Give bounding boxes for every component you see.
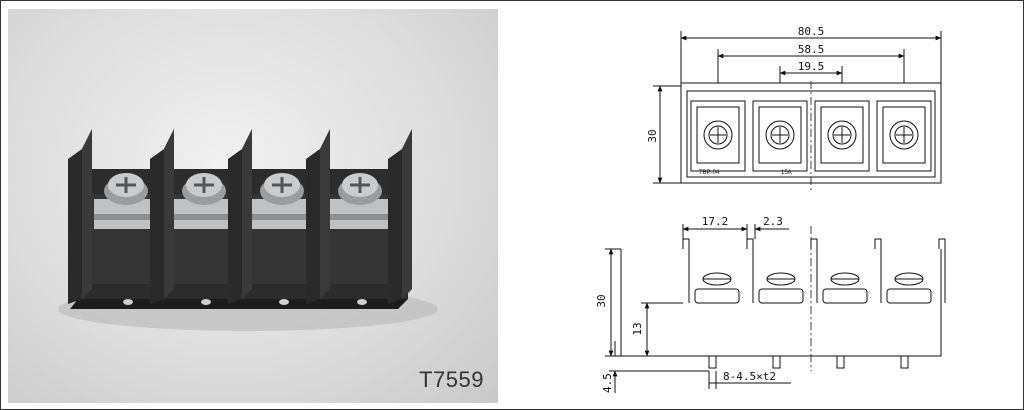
side-view <box>605 224 946 393</box>
dim-pin-length: 4.5 <box>601 373 614 393</box>
terminal-3 <box>244 173 316 305</box>
pin-3 <box>836 356 845 369</box>
terminal-block-image <box>58 129 438 331</box>
dim-side-height: 30 <box>595 294 608 307</box>
dim-barrier-width: 17.2 <box>702 215 729 228</box>
terminal-1 <box>88 173 160 305</box>
product-code: T7559 <box>419 367 484 392</box>
side-screw-4 <box>886 272 932 304</box>
screw-icon <box>182 173 226 205</box>
top-terminal-4 <box>876 100 932 172</box>
rating-label: 15A <box>781 170 792 176</box>
top-view <box>653 31 942 191</box>
terminal-2 <box>166 173 238 305</box>
pin-4 <box>900 356 909 369</box>
top-terminal-1 <box>690 100 746 172</box>
top-terminal-3 <box>814 100 870 172</box>
pin-1 <box>708 356 717 369</box>
model-label: TBP-04 <box>699 170 720 176</box>
side-screw-1 <box>694 272 740 304</box>
side-barrier-2 <box>746 238 754 303</box>
terminal-4 <box>322 173 394 305</box>
screw-icon <box>260 173 304 205</box>
pin-2 <box>772 356 781 369</box>
side-screw-2 <box>758 272 804 304</box>
side-barrier-3 <box>810 238 818 303</box>
dimension-drawing: 80.5 58.5 19.5 30 TBP-04 15A <box>595 25 946 393</box>
dim-body-height: 13 <box>631 322 644 335</box>
side-screw-3 <box>822 272 868 304</box>
side-barrier-4 <box>874 238 882 303</box>
dim-outer-pitch: 58.5 <box>798 43 825 56</box>
screw-icon <box>338 173 382 205</box>
dim-pin-spec: 8-4.5×t2 <box>723 370 776 383</box>
screw-icon <box>104 173 148 205</box>
top-terminal-2 <box>752 100 808 172</box>
product-photo: T7559 <box>8 9 498 403</box>
side-barrier-1 <box>682 238 690 303</box>
dim-pitch: 19.5 <box>798 60 825 73</box>
dim-overall-width: 80.5 <box>798 25 825 38</box>
side-barrier-5 <box>938 238 946 303</box>
dim-top-height: 30 <box>646 129 659 142</box>
dim-barrier-thickness: 2.3 <box>763 215 783 228</box>
